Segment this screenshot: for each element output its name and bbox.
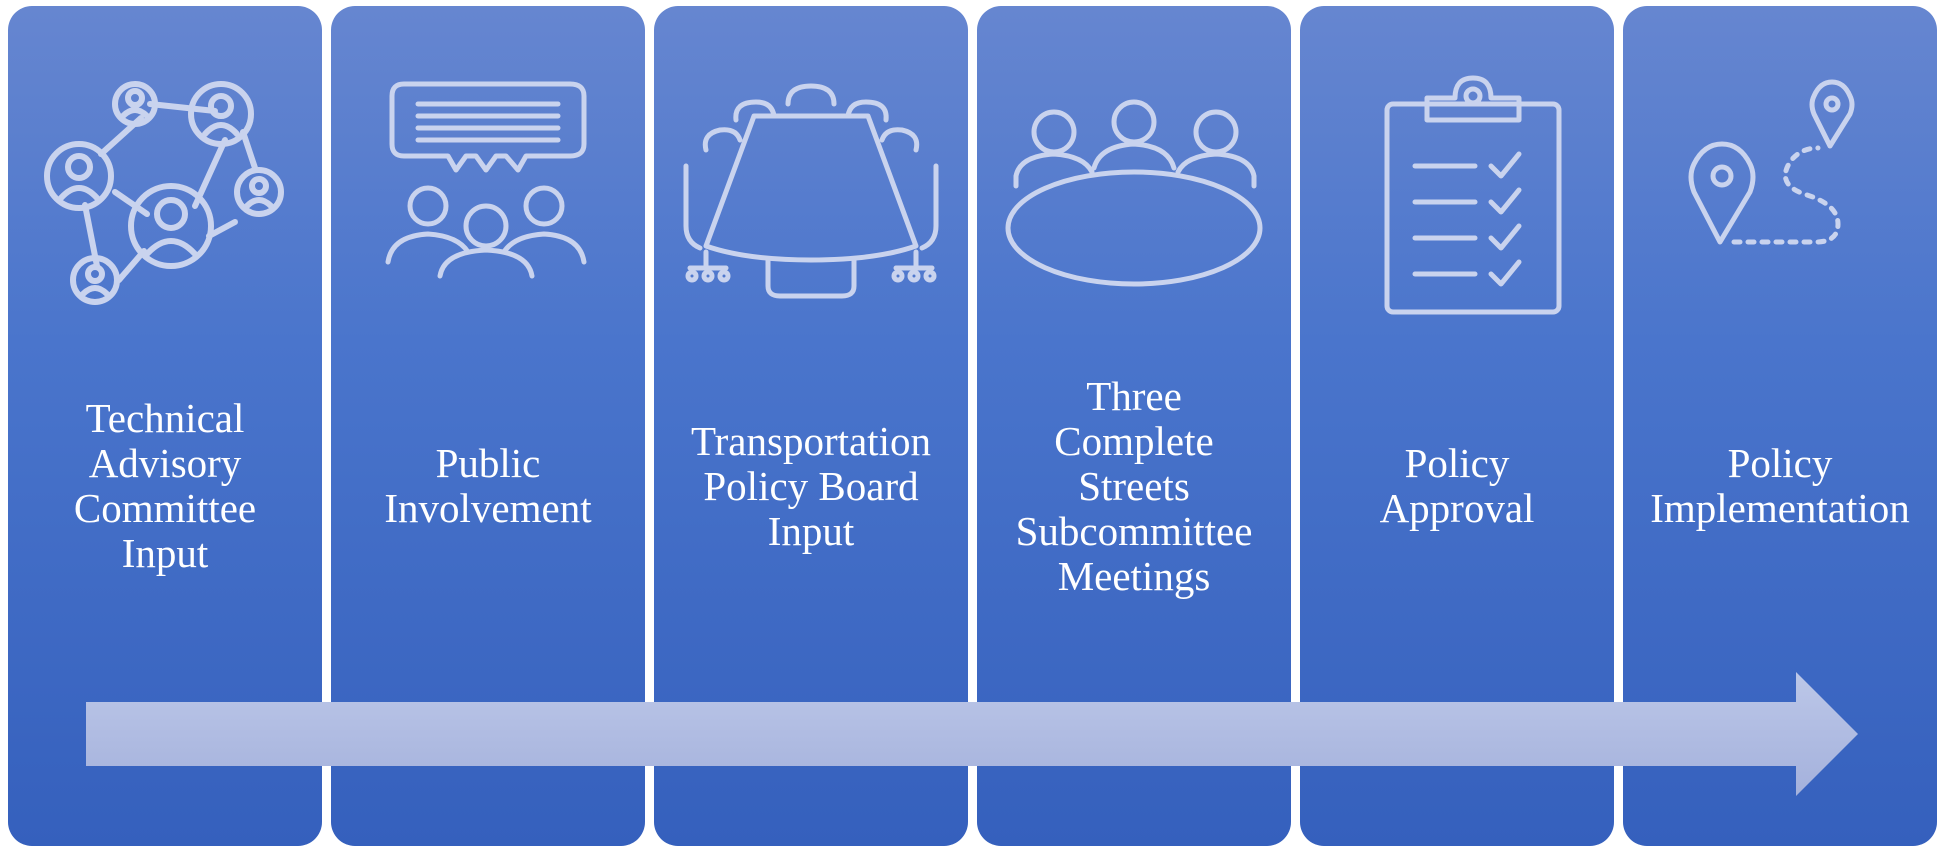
- step-card-subcommittee-meetings: Three Complete Streets Subcommittee Meet…: [977, 6, 1291, 846]
- step-label: Technical Advisory Committee Input: [73, 395, 257, 576]
- step-card-public-involvement: Public Involvement: [331, 6, 645, 846]
- step-card-transportation-policy-board: Transportation Policy Board Input: [654, 6, 968, 846]
- step-label: Three Complete Streets Subcommittee Meet…: [1015, 372, 1253, 599]
- clipboard-checklist-icon: [1300, 66, 1614, 326]
- audience-speech-icon: [331, 66, 645, 326]
- network-people-icon: [8, 66, 322, 326]
- step-card-technical-advisory-committee: Technical Advisory Committee Input: [8, 6, 322, 846]
- step-card-policy-approval: Policy Approval: [1300, 6, 1614, 846]
- step-label: Policy Implementation: [1650, 440, 1910, 531]
- boardroom-table-icon: [654, 66, 968, 326]
- step-card-policy-implementation: Policy Implementation: [1623, 6, 1937, 846]
- step-label: Transportation Policy Board Input: [691, 417, 931, 554]
- step-label: Policy Approval: [1379, 440, 1535, 531]
- meeting-table-icon: [977, 66, 1291, 326]
- step-label: Public Involvement: [384, 440, 592, 531]
- route-pins-icon: [1623, 66, 1937, 326]
